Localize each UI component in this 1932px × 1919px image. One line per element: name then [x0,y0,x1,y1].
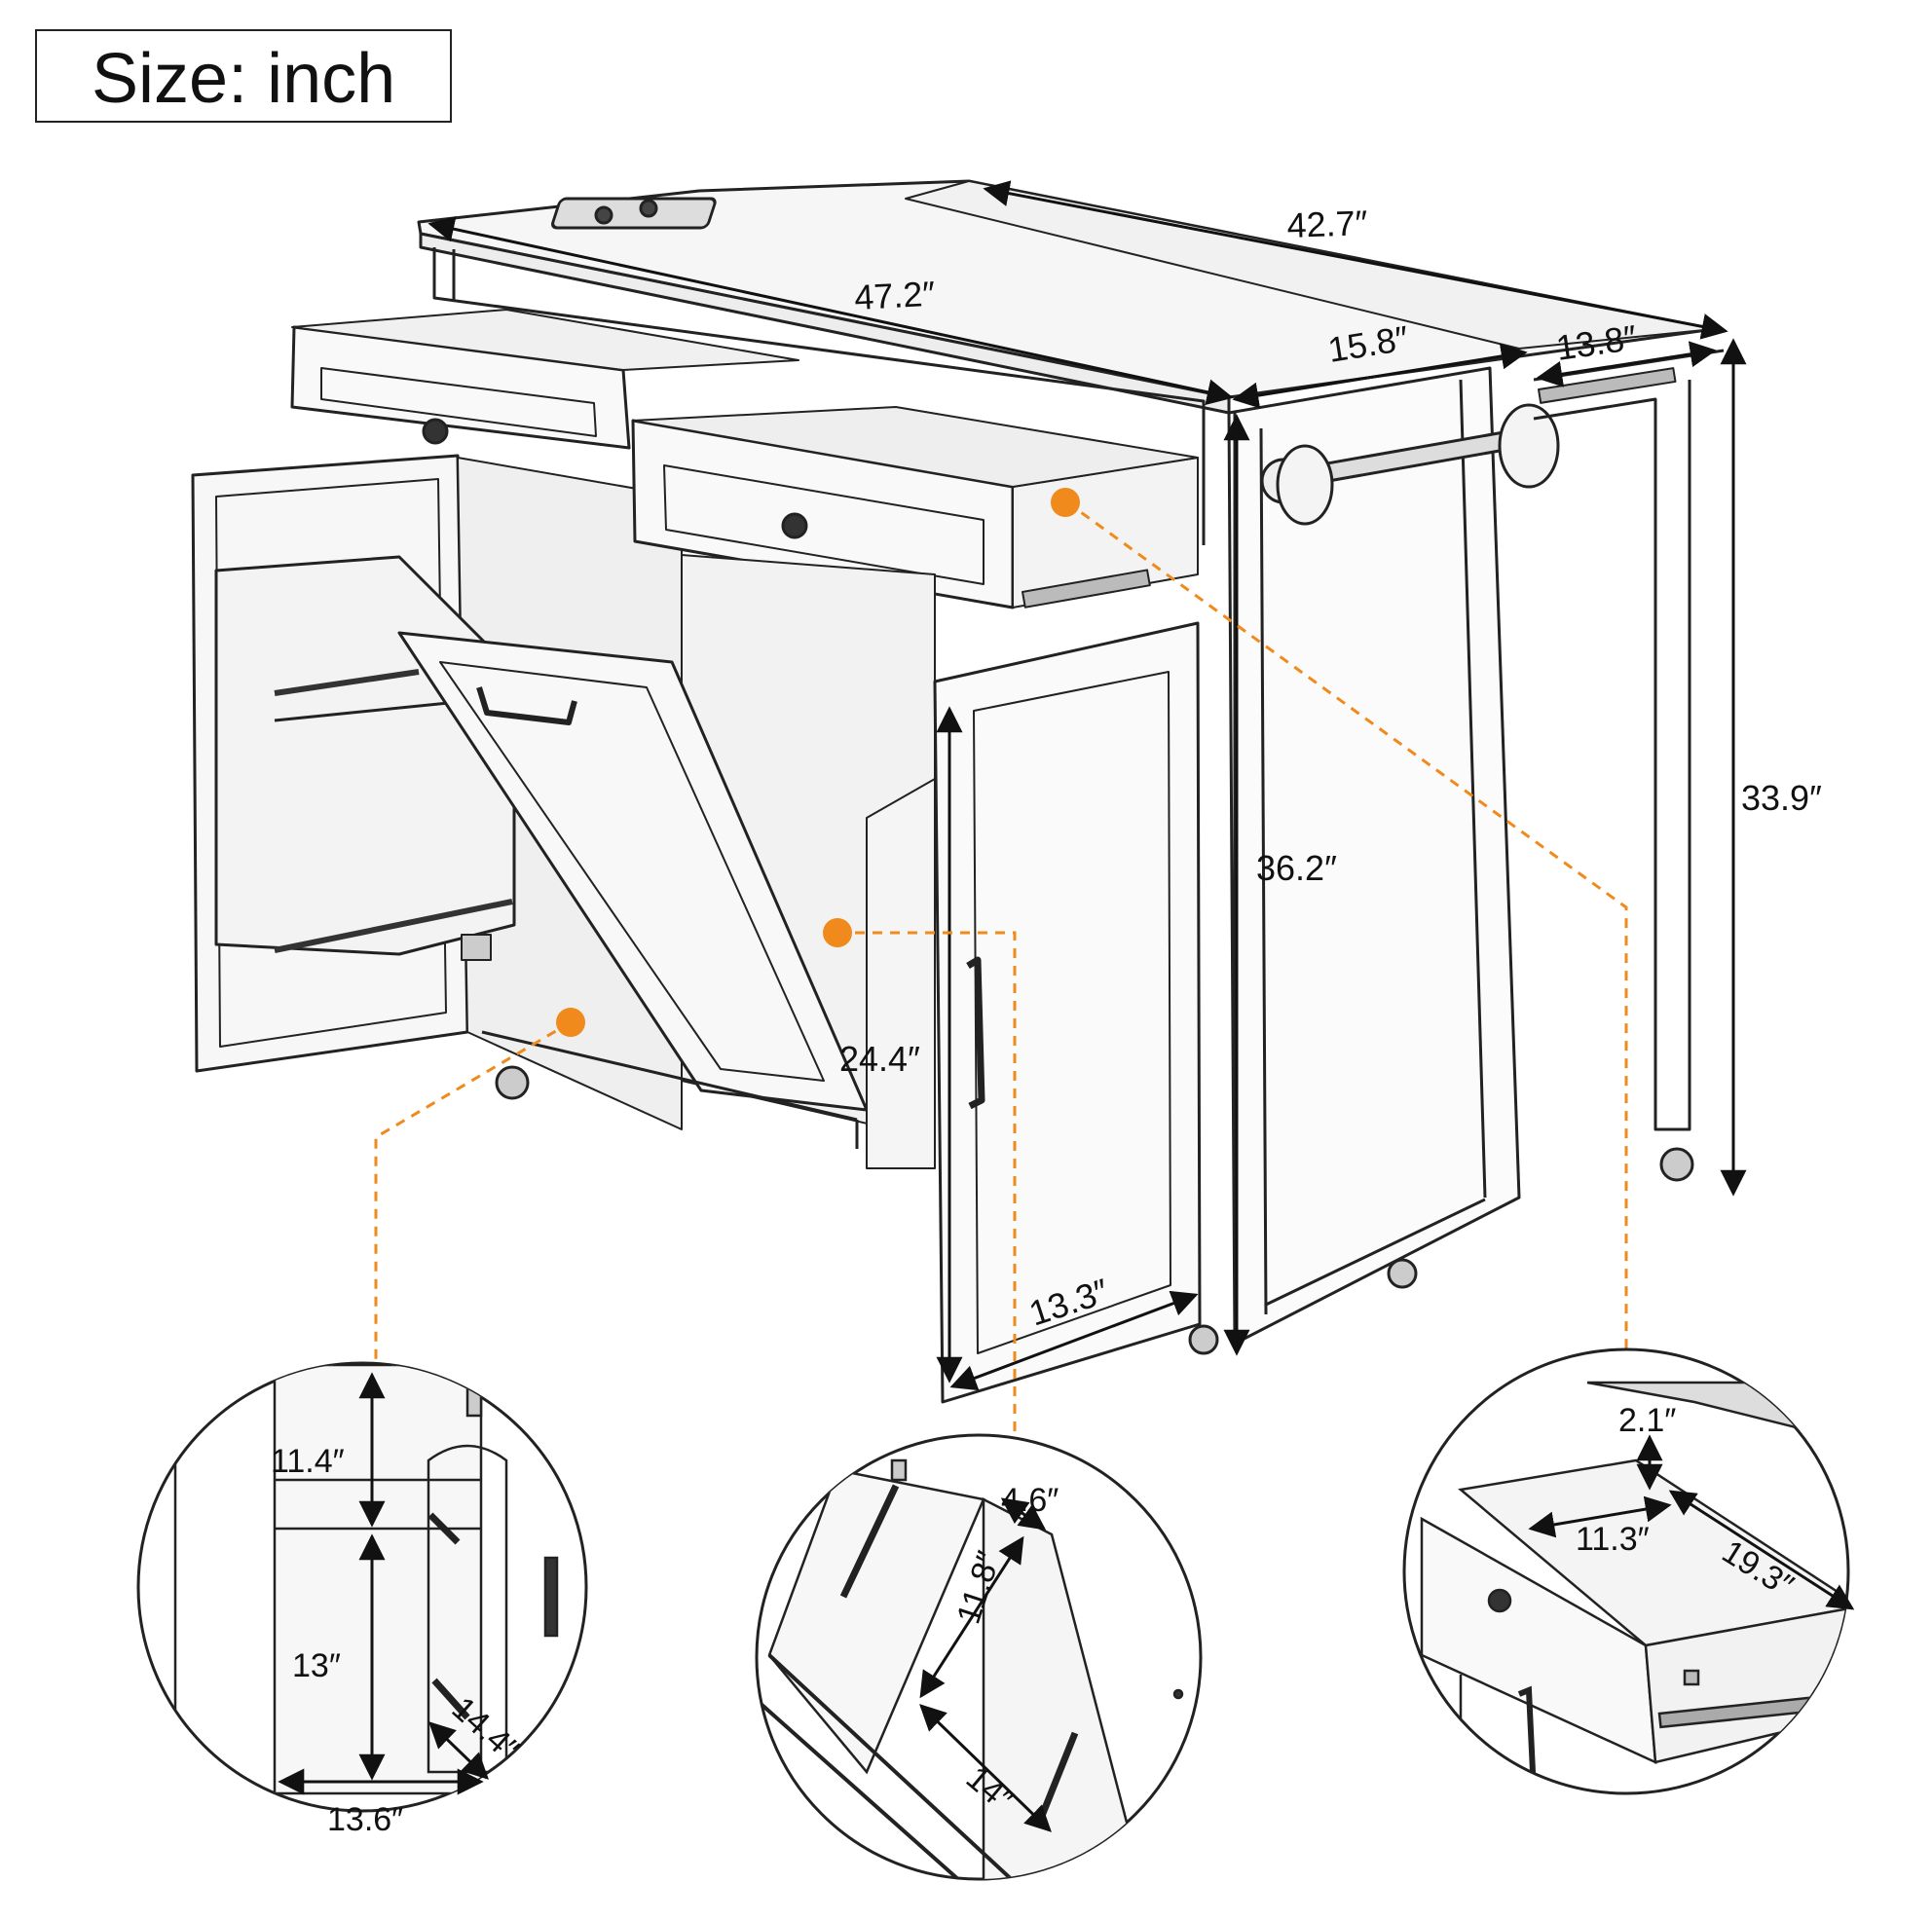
kitchen-island [191,179,1725,1404]
dim-height: 36.2″ [1256,848,1337,888]
dim-drawer-height: 2.1″ [1618,1402,1676,1439]
callout-dots [556,488,1080,1037]
dim-upper-shelf: 11.4″ [271,1443,345,1480]
drawer-knob [422,418,449,445]
detail-circle-middle: 4.6″ 11.8″ 14″ [755,1433,1203,1881]
dim-total-length: 47.2″ [853,274,936,317]
power-outlet [551,197,717,230]
dim-lower-shelf: 13″ [292,1647,341,1684]
detail-circle-right: 2.1″ 11.3″ 19.3″ [1402,1347,1855,1795]
dim-bin-depth: 4.6″ [1001,1482,1059,1519]
bin-handle [476,686,577,725]
caster [1659,1147,1694,1182]
door-handle [966,956,985,1110]
dim-drawer-width: 11.3″ [1576,1521,1650,1558]
main-dimension-lines [427,180,1747,1391]
unit-label: Size: inch [92,40,396,118]
dim-inner-width: 13.6″ [327,1801,403,1838]
dim-extension-height: 33.9″ [1741,778,1822,818]
detail-circle-left: 11.4″ 13″ 13.6″ 14.4″ [136,1361,588,1838]
drawer-knob-2 [781,512,808,539]
dim-extension-length: 42.7″ [1286,203,1368,245]
dim-bin-height: 24.4″ [839,1039,920,1079]
extension-leg [1533,380,1691,1131]
unit-label-box: Size: inch [35,29,452,123]
callout-leaders [374,500,1628,1447]
